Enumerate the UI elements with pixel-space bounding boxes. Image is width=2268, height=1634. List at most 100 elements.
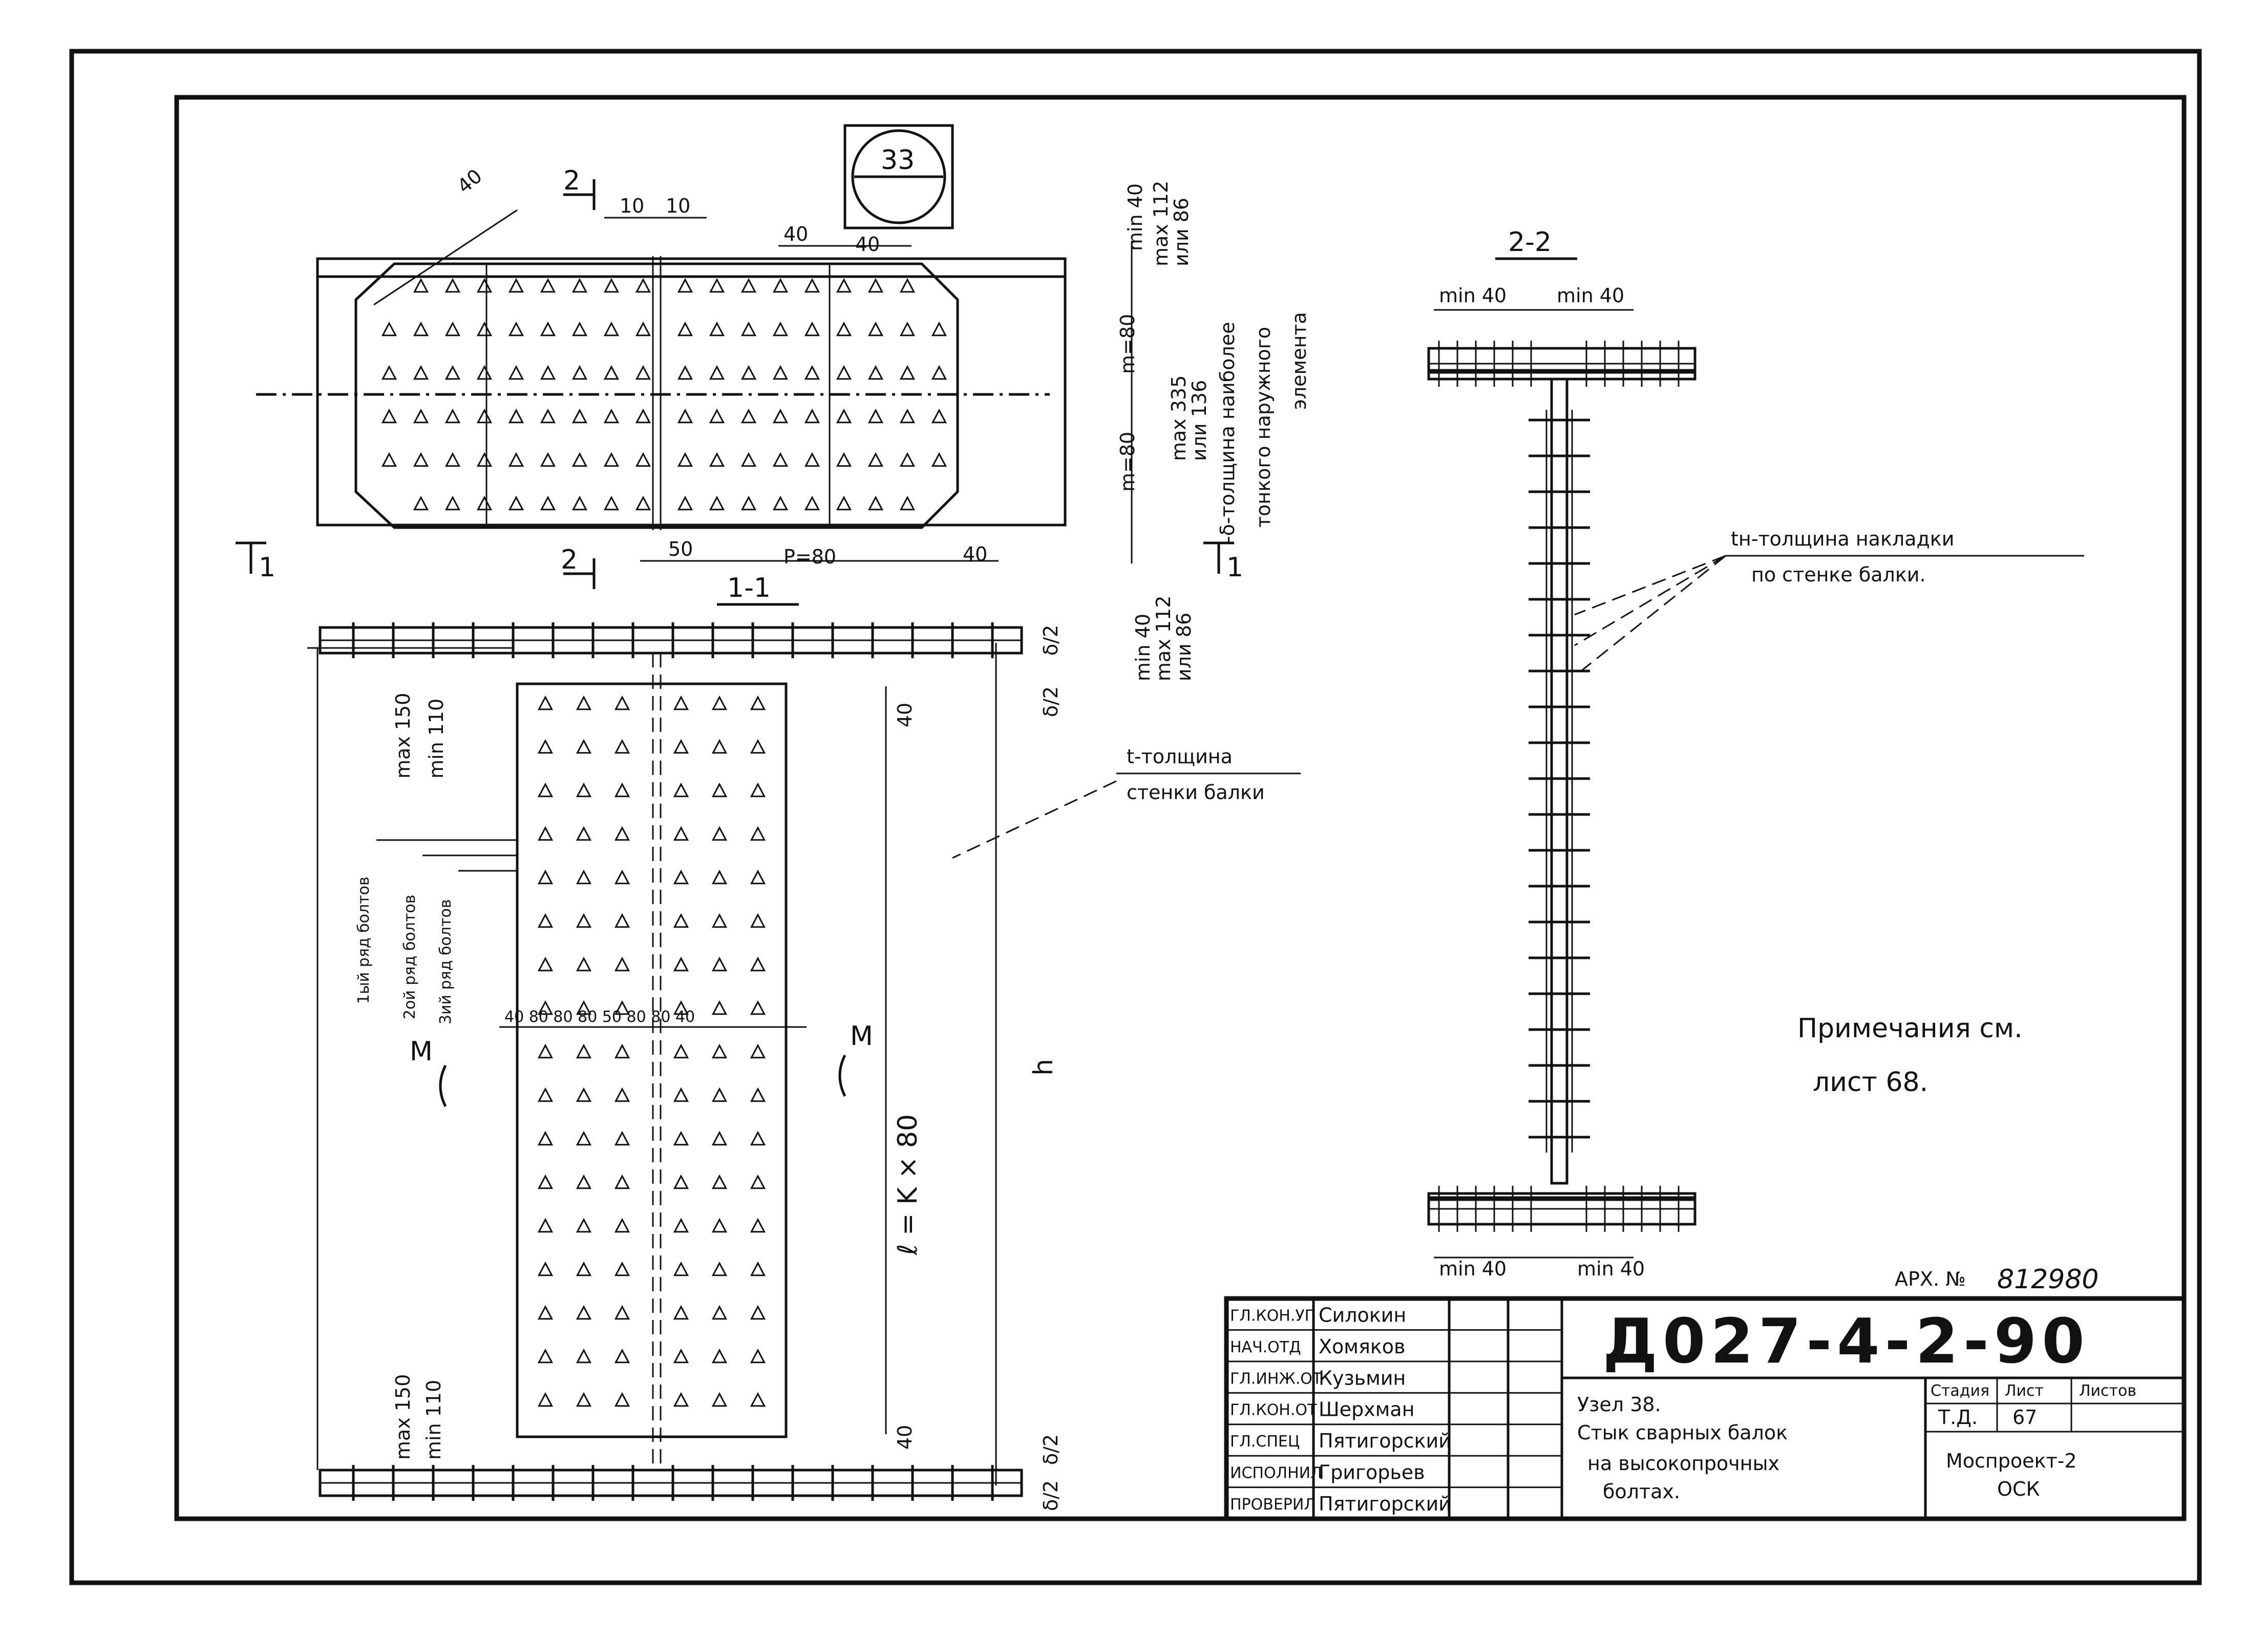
plan-dim-right-top-2: max 112 — [1150, 181, 1172, 266]
bolt-symbol — [576, 1000, 592, 1015]
section-1-1-row-2: 2ой ряд болтов — [401, 895, 419, 1019]
title-block-role: ГЛ.СПЕЦ — [1230, 1433, 1300, 1451]
bolt-symbol — [750, 739, 766, 754]
section-2-2: 2-2 min 40 min 40 min 40 min 40 tн-толщи… — [1427, 227, 2084, 1280]
inner-frame — [174, 95, 2187, 1521]
section-1-1-forty-bot: 40 — [894, 1425, 916, 1450]
bolt-symbol — [772, 321, 789, 337]
bolt-symbol — [673, 1218, 689, 1233]
section-1-1-note-t-2: стенки балки — [1127, 781, 1265, 804]
node-stamp: 33 — [843, 124, 954, 229]
plan-dim-pitch-a: 40 — [783, 223, 808, 245]
plan-dim-bottom-50: 50 — [668, 538, 693, 560]
bolt-symbol — [750, 1218, 766, 1233]
bolt-symbol — [576, 1174, 592, 1189]
bolt-symbol — [413, 321, 429, 337]
bolt-symbol — [614, 1348, 630, 1364]
bolt-symbol — [476, 495, 493, 511]
plan-angle-line — [373, 209, 518, 306]
title-block-name: Пятигорский — [1319, 1493, 1451, 1515]
title-block-role: ПРОВЕРИЛ — [1230, 1496, 1316, 1514]
plan-dim-m-top: m=80 — [1116, 314, 1139, 374]
section-1-1-moment-right: M — [850, 1021, 873, 1052]
section-2-2-dim-bot-right: min 40 — [1577, 1258, 1645, 1280]
section-1-1-moment-left: M — [410, 1036, 433, 1067]
plan-note-delta-2: тонкого наружного — [1252, 327, 1275, 528]
bolt-symbol — [804, 321, 820, 337]
bolt-symbol — [614, 956, 630, 972]
bolt-symbol — [711, 1305, 728, 1320]
section-1-1-label: 1-1 — [727, 573, 771, 603]
section-1-1-delta-bot-a: δ/2 — [1040, 1434, 1062, 1465]
bolt-symbol — [576, 913, 592, 928]
bolt-symbol — [576, 1218, 592, 1233]
bolt-symbol — [709, 452, 725, 467]
bolt-symbol — [673, 1348, 689, 1364]
bolt-symbol — [804, 495, 820, 511]
title-block-sheet-header: Лист — [2005, 1382, 2044, 1400]
bolt-symbol — [537, 1305, 554, 1320]
section-1-1-flange-bolts — [352, 622, 994, 1501]
bolt-symbol — [750, 826, 766, 841]
bolt-symbol — [635, 321, 651, 337]
bolt-symbol — [576, 869, 592, 885]
title-block-sheets-header: Листов — [2079, 1382, 2136, 1400]
plan-dim-bottom-40: 40 — [963, 543, 987, 565]
plan-dim-right-bot-2: max 112 — [1152, 596, 1175, 681]
bolt-symbol — [709, 278, 725, 293]
bolt-symbol — [444, 278, 461, 293]
bolt-symbol — [508, 278, 524, 293]
bolt-symbol — [673, 869, 689, 885]
section-1-1-moment-right-arrow — [838, 1054, 846, 1097]
bolt-symbol — [537, 1000, 554, 1015]
bolt-symbol — [711, 1348, 728, 1364]
bolt-symbol — [709, 321, 725, 337]
title-block-org-2: ОСК — [1997, 1478, 2040, 1500]
plan-right-dims: m=80 m=80 min 40 max 112 или 86 max 335 … — [1116, 181, 1310, 681]
bolt-symbol — [867, 278, 884, 293]
stamp-number: 33 — [881, 145, 915, 176]
bolt-symbol — [571, 408, 588, 424]
bolt-symbol — [614, 1087, 630, 1102]
plan-flange-outline — [316, 257, 1067, 527]
bolt-symbol — [576, 1392, 592, 1407]
bolt-symbol — [537, 739, 554, 754]
bolt-symbol — [804, 452, 820, 467]
bolt-symbol — [614, 1043, 630, 1059]
title-block-role: ГЛ.КОН.ОТ — [1230, 1401, 1317, 1419]
plan-dim-bottom-p: P=80 — [783, 546, 836, 568]
bolt-symbol — [836, 408, 852, 424]
section-2-2-note-leader-c — [1574, 555, 1726, 677]
bolt-symbol — [740, 365, 757, 380]
bolt-symbol — [571, 365, 588, 380]
bolt-symbol — [381, 365, 397, 380]
title-block-frame — [1224, 1296, 2187, 1521]
bolt-symbol — [508, 365, 524, 380]
bolt-symbol — [537, 869, 554, 885]
bolt-symbol — [750, 913, 766, 928]
bolt-symbol — [508, 321, 524, 337]
bolt-symbol — [476, 278, 493, 293]
bolt-symbol — [476, 365, 493, 380]
bolt-symbol — [571, 321, 588, 337]
bolt-symbol — [836, 495, 852, 511]
bolt-symbol — [931, 321, 947, 337]
bolt-symbol — [750, 1130, 766, 1146]
bolt-symbol — [750, 1348, 766, 1364]
bolt-symbol — [711, 1130, 728, 1146]
section-2-2-note-tn-2: по стенке балки. — [1751, 563, 1926, 586]
bolt-symbol — [750, 695, 766, 710]
bolt-symbol — [603, 495, 620, 511]
bolt-symbol — [603, 452, 620, 467]
bolt-symbol — [444, 321, 461, 337]
bolt-symbol — [444, 495, 461, 511]
bolt-symbol — [711, 1043, 728, 1059]
bolt-symbol — [603, 321, 620, 337]
plan-dim-right-bot-3: или 86 — [1173, 613, 1195, 681]
notes-line-1: Примечания см. — [1797, 1013, 2023, 1044]
bolt-symbol — [772, 408, 789, 424]
bolt-symbol — [711, 1000, 728, 1015]
bolt-symbol — [673, 1087, 689, 1102]
bolt-symbol — [571, 452, 588, 467]
